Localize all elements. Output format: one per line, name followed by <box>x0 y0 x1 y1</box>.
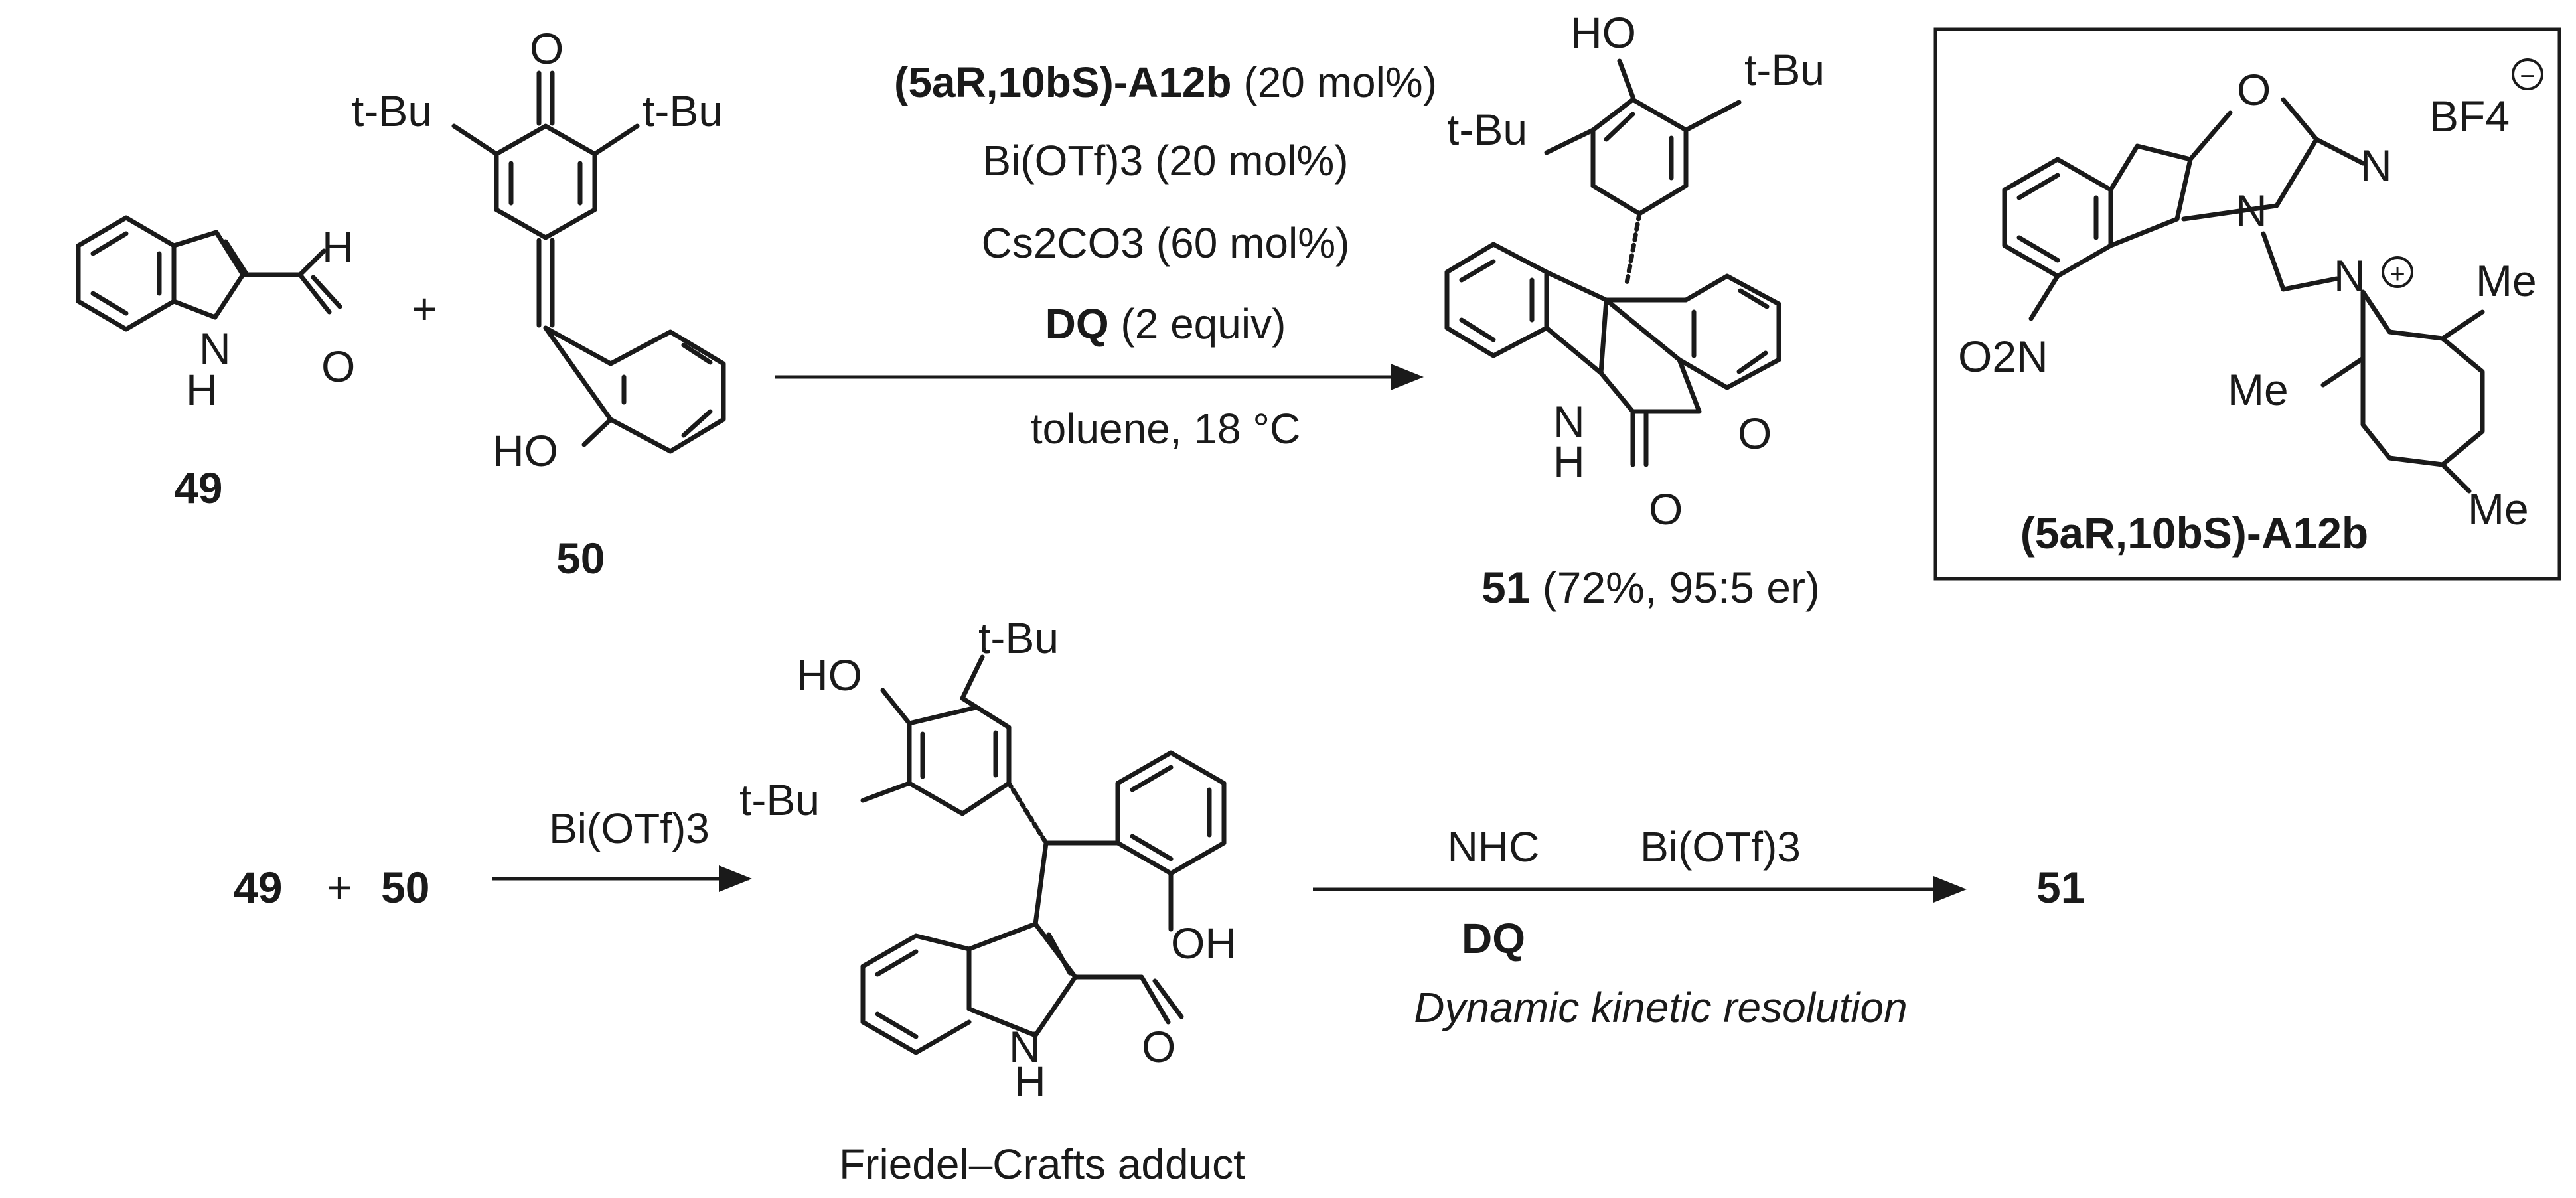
step2-reagent-nhc: NHC <box>1448 823 1540 871</box>
row2-reactant-50: 50 <box>381 863 429 912</box>
condition-cs2co3: Cs2CO3 (60 mol%) <box>982 219 1350 267</box>
condition-dq: DQ (2 equiv) <box>1045 300 1286 348</box>
product-51-structure: HO t-Bu t-Bu N H O O <box>1444 8 1825 534</box>
atom-h: H <box>186 365 218 414</box>
atom-oh: OH <box>1171 919 1237 968</box>
atom-h: H <box>1553 437 1585 486</box>
atom-n: N <box>1553 397 1585 446</box>
row2-product-51: 51 <box>2036 863 2085 912</box>
me-left: Me <box>2228 365 2289 414</box>
step2-reagent-dq: DQ <box>1462 915 1525 962</box>
atom-h-aldehyde: H <box>322 222 354 271</box>
me-top: Me <box>2476 256 2537 305</box>
atom-ho: HO <box>492 426 558 475</box>
row2-plus: + <box>327 863 352 912</box>
step2-reagent-bi-otf3: Bi(OTf)3 <box>1640 823 1801 871</box>
tbu-left: t-Bu <box>352 86 432 135</box>
condition-solvent-temp: toluene, 18 °C <box>1031 405 1300 453</box>
step1-reagent: Bi(OTf)3 <box>549 804 710 852</box>
tbu-top: t-Bu <box>978 613 1059 662</box>
catalyst-name: (5aR,10bS)-A12b <box>2020 508 2369 558</box>
condition-bi-otf3: Bi(OTf)3 (20 mol%) <box>982 137 1348 185</box>
atom-n: N <box>2235 186 2267 235</box>
atom-n: N <box>199 324 231 373</box>
atom-n: N <box>1009 1022 1041 1071</box>
atom-o: O <box>321 342 355 391</box>
atom-n-plus: N <box>2334 251 2366 300</box>
compound-50-label: 50 <box>556 534 605 583</box>
atom-o: O <box>1142 1022 1175 1071</box>
tbu-left: t-Bu <box>1447 105 1527 154</box>
tbu-right: t-Bu <box>643 86 723 135</box>
compound-49-structure: N H H O <box>76 215 355 414</box>
atom-o: O <box>530 24 564 73</box>
dkr-note: Dynamic kinetic resolution <box>1414 984 1907 1031</box>
catalyst-box <box>1933 27 2561 581</box>
condition-catalyst: (5aR,10bS)-A12b (20 mol%) <box>894 58 1437 106</box>
plus-charge: + <box>2389 260 2405 289</box>
atom-o: O <box>2237 65 2271 114</box>
conditions-block: (5aR,10bS)-A12b (20 mol%) Bi(OTf)3 (20 m… <box>894 58 1437 453</box>
compound-49-label: 49 <box>174 463 222 512</box>
friedel-crafts-adduct-structure: HO t-Bu t-Bu OH N H O <box>739 613 1237 1106</box>
me-bottom: Me <box>2468 485 2529 534</box>
row2-reactant-49: 49 <box>234 863 282 912</box>
plus-charge-circle <box>2382 256 2413 288</box>
tbu-right: t-Bu <box>1744 45 1825 94</box>
minus-charge-circle <box>2512 58 2543 90</box>
atom-ho: HO <box>1570 8 1636 57</box>
minus-charge: − <box>2520 62 2535 91</box>
product-51-caption: 51 (72%, 95:5 er) <box>1481 563 1820 612</box>
intermediate-label: Friedel–Crafts adduct <box>839 1140 1245 1188</box>
tbu-left: t-Bu <box>739 775 820 824</box>
no2-group: O2N <box>1958 332 2048 381</box>
atom-carbonyl-o: O <box>1649 485 1683 534</box>
bf4-anion: BF4 <box>2429 92 2510 141</box>
atom-n-2: N <box>2360 141 2392 190</box>
atom-ring-o: O <box>1738 409 1772 458</box>
atom-ho: HO <box>796 650 862 700</box>
catalyst-a12b-structure: O N N N + Me Me Me O2N BF4 − <box>1958 58 2543 534</box>
compound-50-structure: O t-Bu t-Bu HO <box>352 24 726 475</box>
plus-sign: + <box>412 284 437 333</box>
atom-h: H <box>1014 1057 1046 1106</box>
